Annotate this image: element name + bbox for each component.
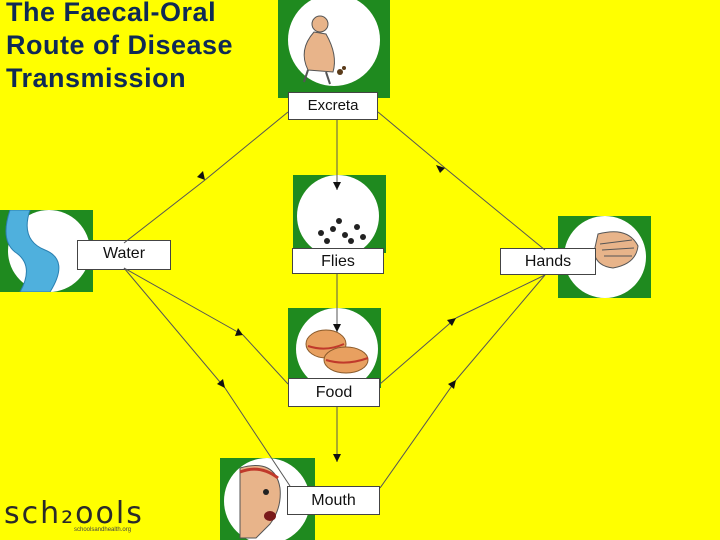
arrow-water-mouth <box>123 267 226 389</box>
arrow-excreta-water <box>204 111 289 181</box>
arrow-hands-food <box>455 274 546 319</box>
food-image <box>288 308 381 388</box>
water-label: Water <box>77 240 171 270</box>
hands-label: Hands <box>500 248 596 275</box>
flies-label: Flies <box>292 248 384 274</box>
flies-image <box>293 175 386 253</box>
mouth-label: Mouth <box>287 486 380 515</box>
food-label: Food <box>288 378 380 407</box>
arrow-excreta-hands <box>377 111 446 169</box>
excreta-label: Excreta <box>288 92 378 120</box>
schools-logo: sch₂ools schoolsandhealth.org <box>4 496 164 540</box>
arrow-water-food <box>123 267 244 336</box>
logo-text: sch₂ools <box>4 496 144 531</box>
logo-subtext: schoolsandhealth.org <box>74 527 132 533</box>
arrow-hands-mouth <box>455 274 546 381</box>
page-title: The Faecal-Oral Route of Disease Transmi… <box>6 0 234 93</box>
excreta-image <box>278 0 390 98</box>
